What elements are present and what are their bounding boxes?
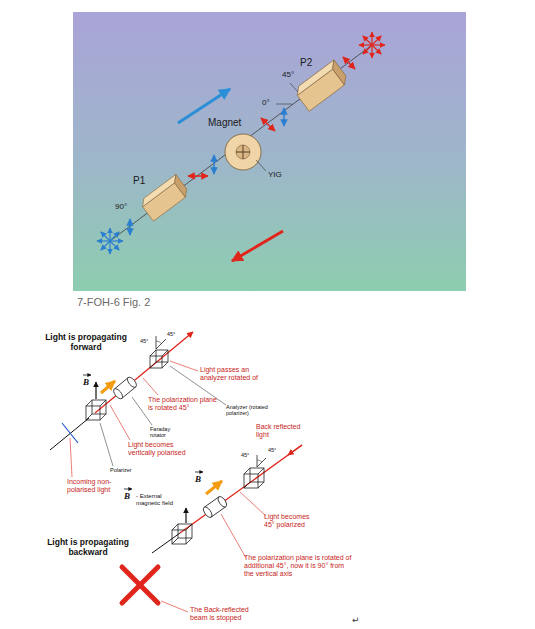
callout-note: Light becomes vertically polarised <box>128 441 198 457</box>
field-note: - External magnetic field <box>136 493 184 507</box>
figure-caption: 7-FOH-6 Fig. 2 <box>77 296 150 309</box>
part-name: P2 <box>300 57 312 69</box>
callout-note: Incoming non-polarised light <box>67 478 121 494</box>
part-name: YIG <box>268 170 282 179</box>
field-symbol: B <box>124 491 130 501</box>
field-symbol: B <box>83 377 89 387</box>
callout-note: Light becomes 45° polarized <box>264 513 320 529</box>
part-name: P1 <box>133 175 145 187</box>
part-name: Polarizer <box>110 467 132 473</box>
section-heading: Light is propagating backward <box>38 538 138 558</box>
angle-label: 45° <box>167 331 175 337</box>
angle-label: 0° <box>262 98 270 107</box>
callout-note: The Back-reflected beam is stopped <box>190 606 260 622</box>
angle-label: 90° <box>115 202 127 211</box>
callout-note: Light passes an analyzer rotated of <box>200 366 270 382</box>
part-name: Analyzer (rotated polarizer) <box>226 404 284 417</box>
part-name: Magnet <box>208 117 241 129</box>
field-symbol: B <box>195 474 201 484</box>
callout-note: Back reflected light <box>256 423 306 439</box>
callout-note: The polarization plane is rotated of add… <box>244 554 354 578</box>
part-name: Faraday rotator <box>150 426 178 439</box>
angle-label: 45° <box>282 70 294 79</box>
angle-label: 45° <box>140 338 148 344</box>
callout-note: The polarization plane is rotated 45° <box>148 396 218 412</box>
section-heading: Light is propagating forward <box>36 333 136 353</box>
return-mark: ↵ <box>352 615 360 625</box>
angle-label: 45° <box>241 452 249 458</box>
angle-label: 45° <box>268 447 276 453</box>
